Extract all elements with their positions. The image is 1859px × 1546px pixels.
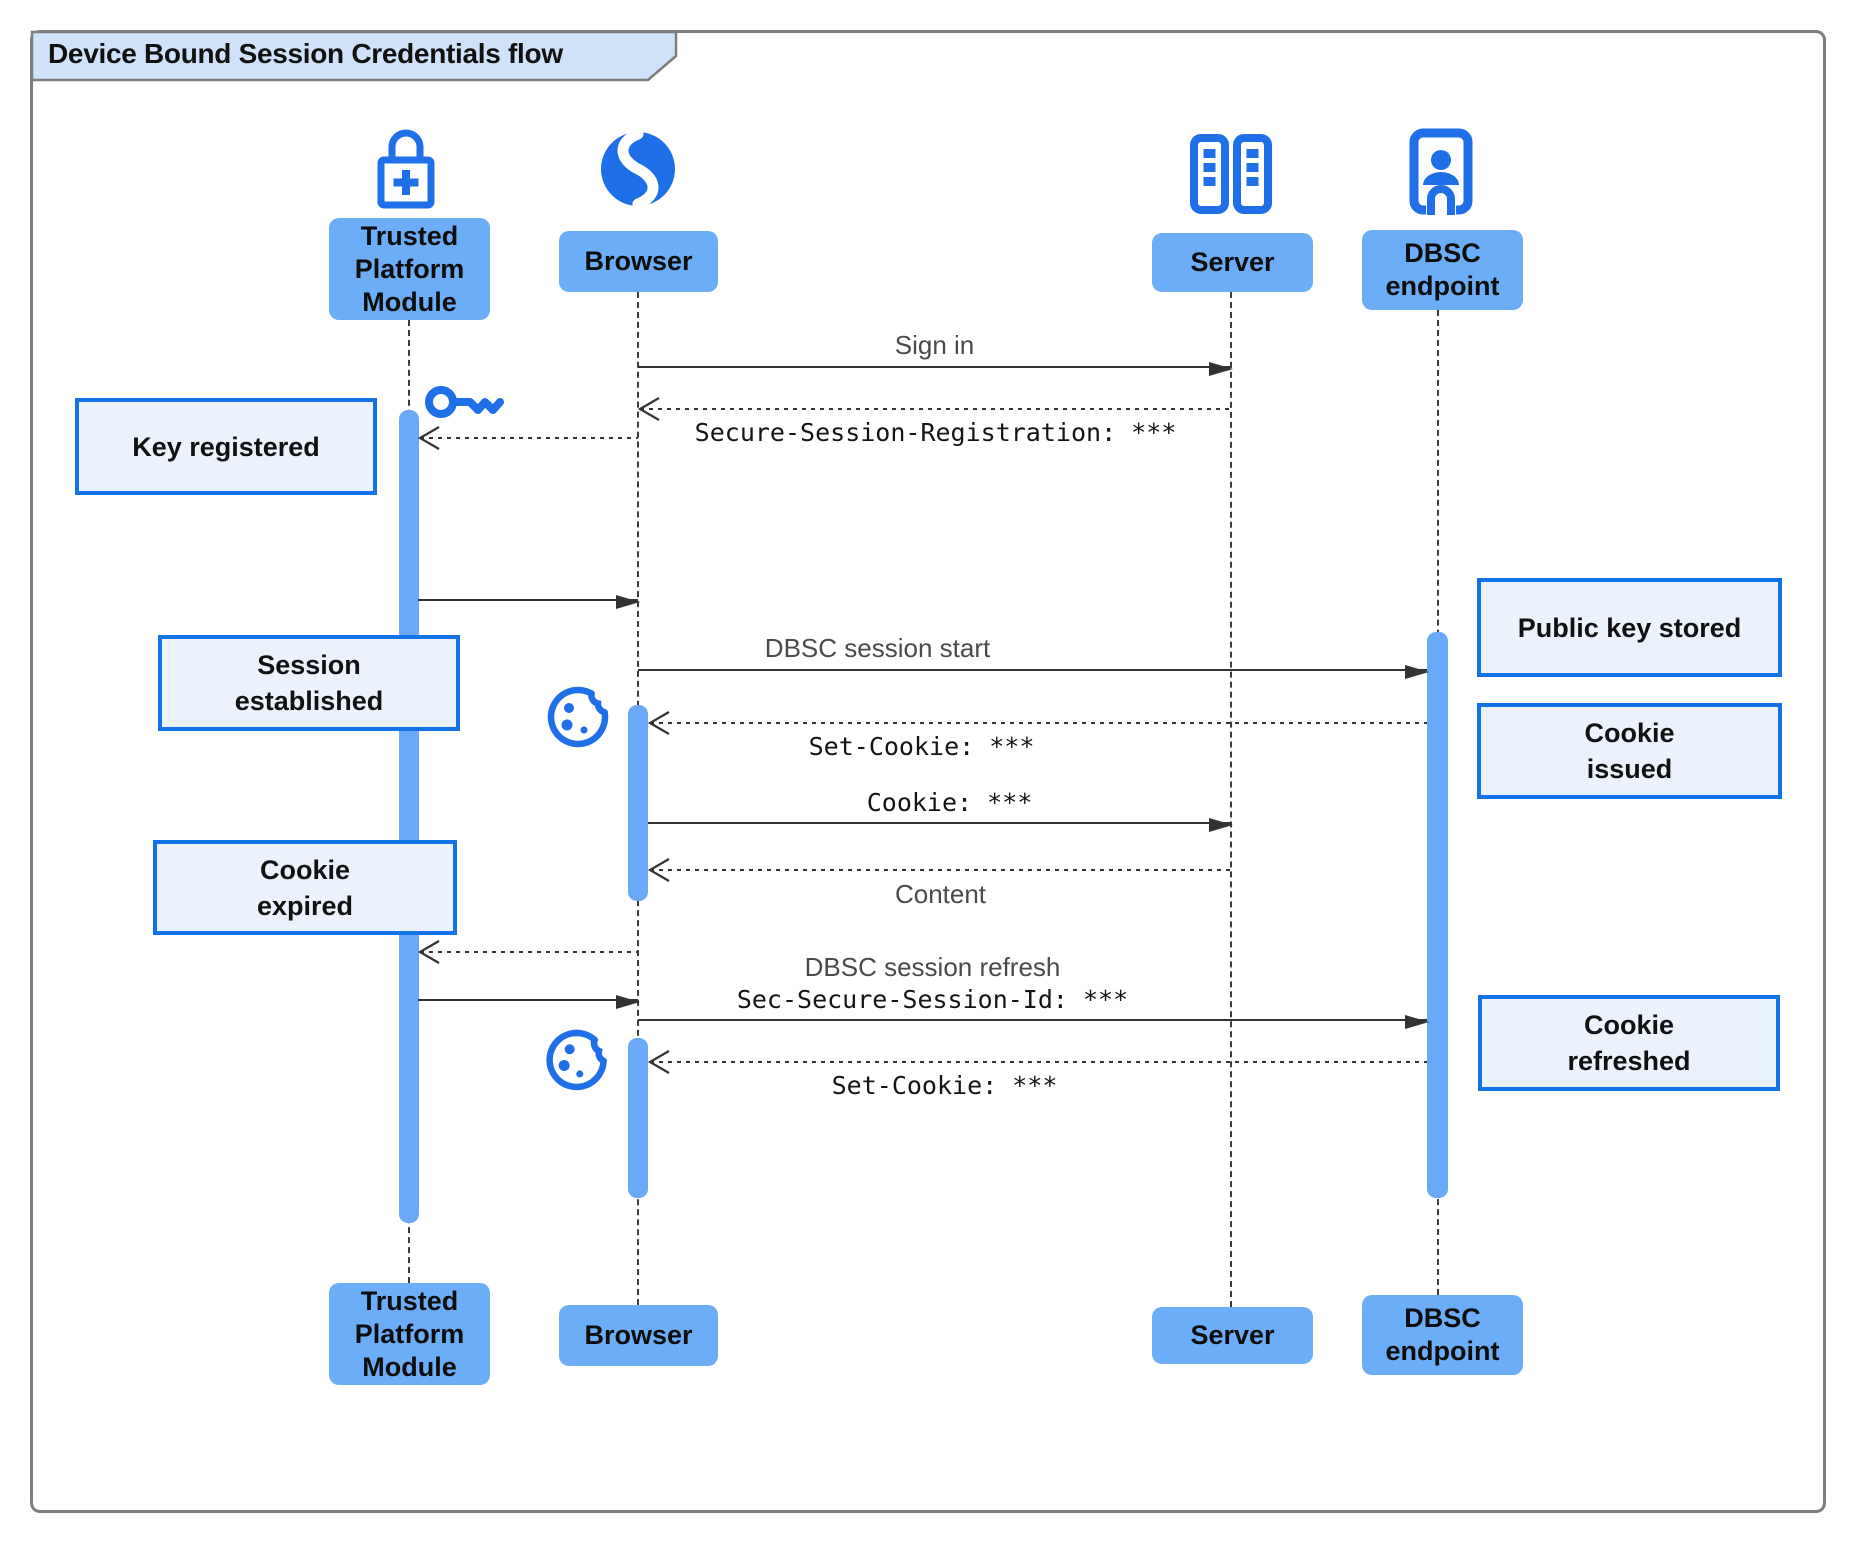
message-set-cookie-arrow: Set-Cookie: ***: [647, 711, 1427, 761]
message-label: DBSC session refresh: [804, 952, 1061, 982]
activation-bar-browser-1: [628, 705, 648, 901]
note-public-key-stored: Public key stored: [1477, 578, 1782, 677]
note-cookie-issued: Cookie issued: [1477, 703, 1782, 799]
message-key-ready-arrow: [418, 595, 640, 609]
globe-icon: [601, 128, 675, 210]
message-label: Sec-Secure-Session-Id: ***: [736, 985, 1129, 1014]
note-session-established: Session established: [158, 635, 460, 731]
open-arrowhead-icon: [647, 858, 670, 882]
title-tab-shape: [30, 30, 678, 82]
open-arrowhead-icon: [647, 711, 670, 735]
activation-bar-dbsc: [1427, 632, 1448, 1198]
message-sign-in-arrow: Sign in: [638, 330, 1233, 376]
message-label: Set-Cookie: ***: [808, 732, 1035, 761]
message-label: Set-Cookie: ***: [831, 1071, 1058, 1100]
message-label: Secure-Session-Registration: ***: [694, 418, 1177, 447]
message-label: Content: [894, 879, 987, 909]
message-sign-challenge-arrow: [417, 940, 638, 964]
participant-browser-bottom: Browser: [559, 1305, 718, 1366]
note-cookie-expired: Cookie expired: [153, 840, 457, 935]
participant-dbsc-top: DBSC endpoint: [1362, 230, 1523, 310]
filled-arrowhead-icon: [616, 595, 640, 609]
participant-tpm-bottom: Trusted Platform Module: [329, 1283, 490, 1385]
open-arrowhead-icon: [647, 1050, 670, 1074]
filled-arrowhead-icon: [1405, 665, 1429, 679]
filled-arrowhead-icon: [1209, 818, 1233, 832]
message-dbsc-session-start-arrow: DBSC session start: [638, 633, 1429, 679]
message-content-arrow: Content: [647, 858, 1231, 909]
participant-server-top: Server: [1152, 233, 1313, 292]
message-register-key-arrow: [417, 426, 638, 450]
filled-arrowhead-icon: [616, 995, 640, 1009]
message-secure-session-registration-arrow: Secure-Session-Registration: ***: [637, 397, 1231, 447]
activation-bar-tpm: [399, 410, 419, 1223]
open-arrowhead-icon: [417, 940, 440, 964]
filled-arrowhead-icon: [1209, 362, 1233, 376]
key-icon: [425, 386, 504, 418]
message-label: DBSC session start: [764, 633, 991, 663]
open-arrowhead-icon: [417, 426, 440, 450]
lock-plus-icon: [377, 129, 435, 209]
page-title: Device Bound Session Credentials flow: [48, 38, 563, 69]
server-racks-icon: [1190, 134, 1272, 214]
message-set-cookie-refresh-arrow: Set-Cookie: ***: [647, 1050, 1427, 1100]
note-key-registered: Key registered: [75, 398, 377, 495]
door-person-icon: [1409, 128, 1473, 215]
participant-server-bottom: Server: [1152, 1307, 1313, 1364]
message-label: Sign in: [894, 330, 975, 360]
cookie-icon: [546, 1029, 607, 1091]
cookie-icon: [547, 686, 609, 748]
activation-bar-browser-2: [628, 1038, 648, 1198]
message-cookie-arrow: Cookie: ***: [648, 788, 1233, 832]
participant-browser-top: Browser: [559, 231, 718, 292]
note-cookie-refreshed: Cookie refreshed: [1478, 995, 1780, 1091]
lifeline-server: [1230, 292, 1232, 1307]
message-signature-arrow: [418, 995, 640, 1009]
filled-arrowhead-icon: [1405, 1015, 1429, 1029]
participant-dbsc-bottom: DBSC endpoint: [1362, 1295, 1523, 1375]
message-dbsc-session-refresh-arrow: DBSC session refresh Sec-Secure-Session-…: [638, 952, 1429, 1029]
participant-tpm-top: Trusted Platform Module: [329, 218, 490, 320]
message-label: Cookie: ***: [866, 788, 1033, 817]
open-arrowhead-icon: [637, 397, 660, 421]
